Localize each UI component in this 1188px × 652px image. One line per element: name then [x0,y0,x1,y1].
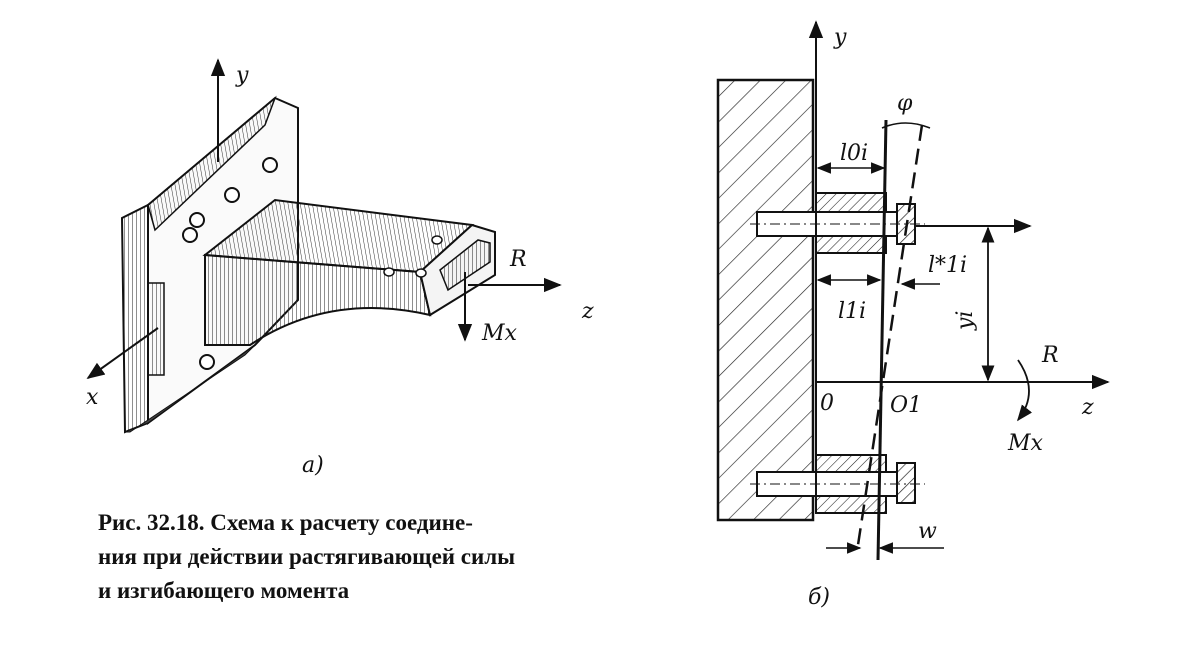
axis-x-a [86,327,159,380]
force-r-b-label: R [1041,343,1059,368]
axis-y-a-label: y [235,63,249,88]
moment-mx-b-arc [1016,359,1033,422]
plate-rib [147,95,277,232]
bolt-head [182,227,198,243]
lower-bolt-head [896,462,916,504]
panel-a-drawing: y x z R Mx a) [86,58,594,478]
bolt-head [224,187,240,203]
moment-mx-a-label: Mx [481,321,518,346]
panel-a-label: a) [302,453,324,478]
bolt-head [262,157,278,173]
caption-line-3: и изгибающего момента [98,578,350,603]
dim-yi-label: yi [953,311,978,331]
panel-b-label: б) [808,585,830,610]
bolt-heads [182,157,278,370]
axis-x-a-label: x [86,385,99,410]
caption-line-1: Рис. 32.18. Схема к расчету соедине- [98,510,473,535]
caption-line-2: ния при действии растягивающей силы [98,544,516,569]
dim-l0i-label: l0i [840,141,868,166]
panel-b-drawing: y z R yi l0i l*1i l1i φ w 0 O1 Mx б) [716,20,1110,610]
axis-z-b-label: z [1081,395,1094,420]
bolt-head [199,354,215,370]
figure-caption: Рис. 32.18. Схема к расчету соедине- ния… [98,506,658,608]
axis-y-b-label: y [833,25,847,50]
plate-bottom [124,344,256,433]
bracket-end-slot [439,239,491,292]
axis-z-a-label: z [581,299,594,324]
angle-phi-label: φ [897,91,913,116]
plate-side [120,203,149,434]
bracket-hole [415,268,427,278]
bolt-head [189,212,205,228]
wall [716,78,815,522]
angle-phi-arc [881,122,931,129]
dim-l1i-star-label: l*1i [928,253,967,278]
bracket-holes [383,235,443,278]
point-o1-label: O1 [890,393,922,418]
dim-w-label: w [918,519,937,544]
point-origin-label: 0 [820,391,834,416]
moment-mx-b-label: Mx [1007,431,1044,456]
bracket-plate-line [876,119,888,561]
bracket-front [204,253,432,346]
dim-l1i-label: l1i [838,299,866,324]
force-r-a-label: R [509,247,527,272]
bracket-hole [431,235,443,245]
bracket-hole [383,267,395,277]
